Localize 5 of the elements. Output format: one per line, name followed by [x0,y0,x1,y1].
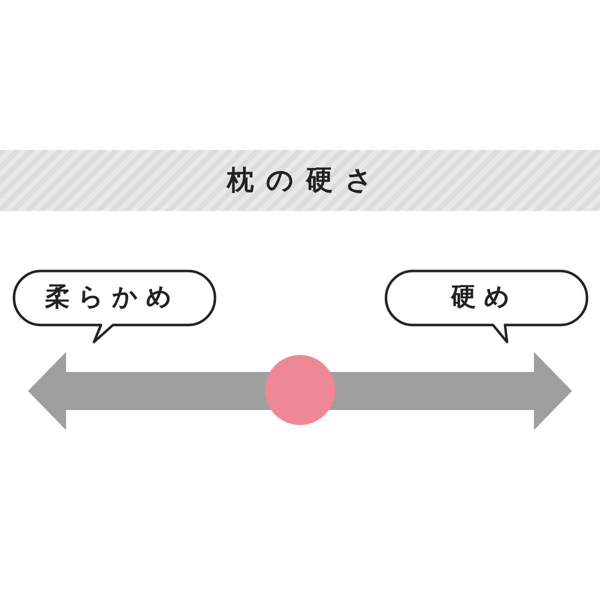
speech-bubble [12,269,217,345]
scale-label: 柔らかめ [44,281,181,313]
speech-bubble [384,269,589,345]
scale-label: 硬め [450,281,519,313]
heading-text: 枕の硬さ [225,165,385,196]
